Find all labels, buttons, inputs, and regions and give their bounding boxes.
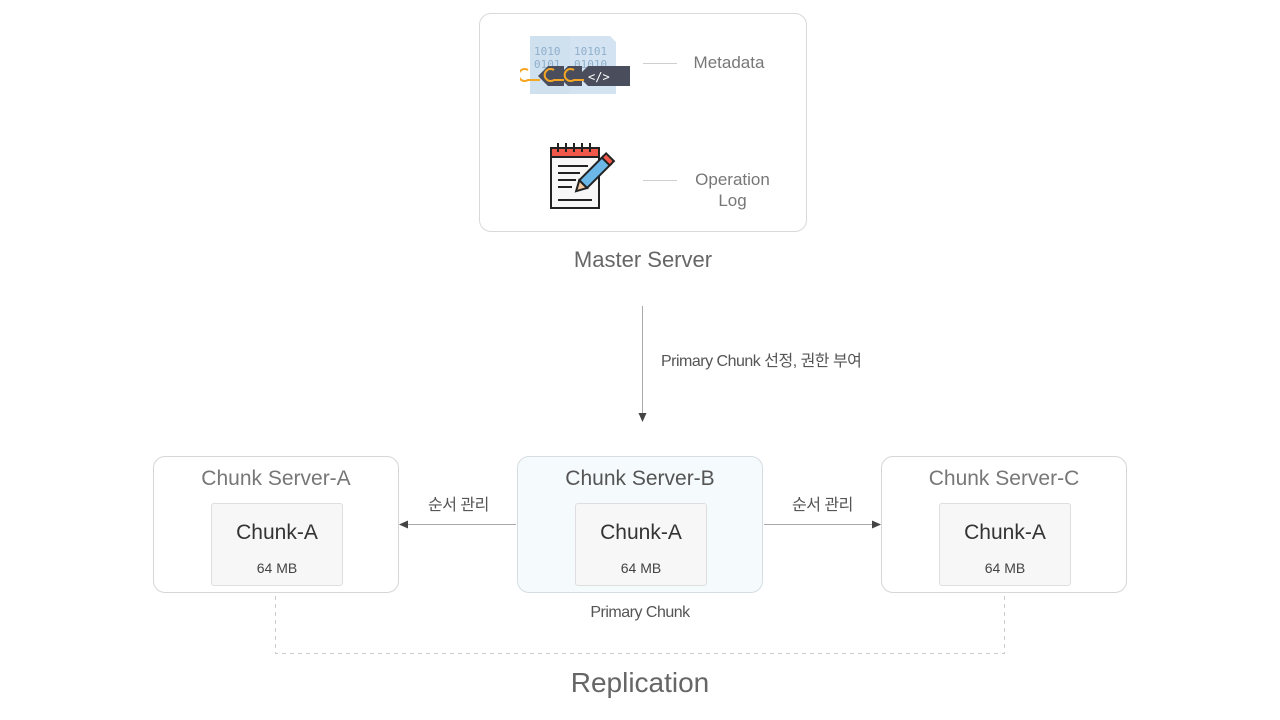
master-to-primary-arrowhead — [638, 413, 647, 422]
svg-text:10101: 10101 — [574, 45, 607, 58]
chunk-size: 64 MB — [984, 560, 1026, 576]
operation-log-label-line2: Log — [718, 191, 747, 210]
left-arrow-label: 순서 관리 — [428, 497, 489, 514]
chunk-server-c: Chunk Server-C Chunk-A 64 MB — [881, 456, 1127, 593]
chunk-name: Chunk-A — [236, 521, 318, 544]
master-server-box: 1010 0101 10101 01010 </> Metadata — [479, 13, 807, 232]
chunk-name: Chunk-A — [964, 521, 1046, 544]
master-arrow-label: Primary Chunk 선정, 권한 부여 — [661, 353, 862, 370]
metadata-connector — [643, 63, 677, 64]
chunk-server-c-title: Chunk Server-C — [928, 467, 1080, 490]
b-to-c-arrowhead — [872, 520, 881, 529]
chunk-name: Chunk-A — [600, 521, 682, 544]
master-server-title: Master Server — [573, 247, 713, 272]
operation-log-connector — [643, 180, 677, 181]
chunk-server-a-title: Chunk Server-A — [201, 467, 351, 490]
chunk-size: 64 MB — [620, 560, 662, 576]
replication-title: Replication — [570, 667, 710, 698]
chunk-server-b-title: Chunk Server-B — [565, 467, 715, 490]
b-to-a-arrowhead — [399, 520, 408, 529]
primary-chunk-label: Primary Chunk — [590, 604, 690, 621]
chunk-server-c-chunk: Chunk-A 64 MB — [939, 503, 1071, 586]
operation-log-label: Operation Log — [685, 169, 780, 211]
chunk-server-a: Chunk Server-A Chunk-A 64 MB — [153, 456, 399, 593]
right-arrow-label: 순서 관리 — [792, 497, 853, 514]
operation-log-label-line1: Operation — [695, 170, 770, 189]
metadata-label: Metadata — [693, 53, 765, 72]
notepad-pencil-icon — [550, 143, 616, 209]
chunk-server-a-chunk: Chunk-A 64 MB — [211, 503, 343, 586]
svg-text:1010: 1010 — [534, 45, 561, 58]
chunk-server-b: Chunk Server-B Chunk-A 64 MB — [517, 456, 763, 593]
chunk-size: 64 MB — [256, 560, 298, 576]
svg-text:</>: </> — [588, 70, 610, 84]
metadata-files-icon: 1010 0101 10101 01010 </> — [520, 36, 630, 94]
chunk-server-b-chunk: Chunk-A 64 MB — [575, 503, 707, 586]
